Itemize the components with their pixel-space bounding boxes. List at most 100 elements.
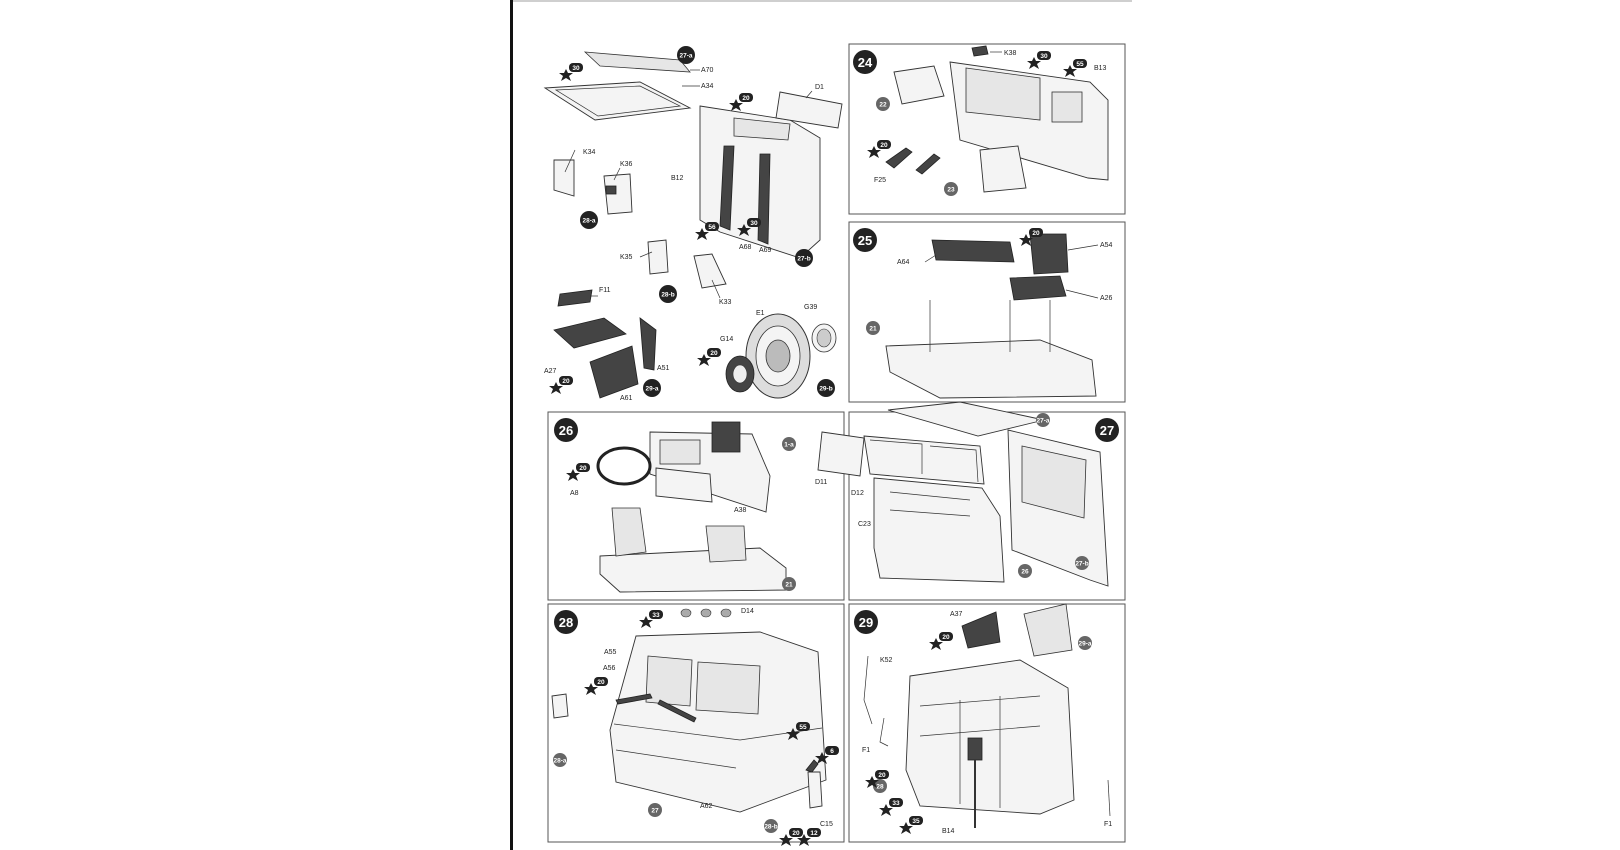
part-mirror-28	[551, 693, 569, 719]
label-a69: A69	[759, 247, 772, 254]
paint-badge: 55	[1063, 59, 1087, 77]
svg-text:21: 21	[785, 582, 793, 589]
part-23-seat-box	[979, 145, 1027, 193]
svg-text:6: 6	[830, 748, 834, 755]
svg-text:26: 26	[559, 423, 573, 438]
part-b12-rear-wall	[699, 105, 821, 259]
svg-text:29-b: 29-b	[819, 386, 832, 393]
part-a38-windscreen	[655, 467, 713, 503]
step-24-number: 24	[853, 50, 877, 74]
svg-text:20: 20	[579, 465, 587, 472]
step-28-number: 28	[554, 610, 578, 634]
paint-badge: 33	[639, 610, 663, 628]
label-a37: A37	[950, 611, 963, 618]
svg-text:20: 20	[562, 378, 570, 385]
label-a61: A61	[620, 395, 633, 402]
svg-text:28-b: 28-b	[661, 292, 674, 299]
svg-text:27-a: 27-a	[679, 53, 692, 60]
paint-badge: 35	[899, 816, 923, 834]
svg-text:27: 27	[1100, 423, 1114, 438]
label-a26: A26	[1100, 295, 1113, 302]
callout-27-b-step27: 27-b	[1075, 556, 1089, 570]
paint-badge: 30	[1027, 51, 1051, 69]
svg-text:29-a: 29-a	[645, 386, 658, 393]
svg-text:24: 24	[858, 55, 873, 70]
step-27-number: 27	[1095, 418, 1119, 442]
label-a34: A34	[701, 83, 714, 90]
label-a51: A51	[657, 365, 670, 372]
paint-badge: 20	[867, 140, 891, 158]
step-29-frame	[848, 603, 1126, 843]
part-a55-a56-wipers	[615, 693, 697, 723]
part-a54-seat-back	[1029, 233, 1069, 275]
label-g14: G14	[720, 336, 733, 343]
label-b12: B12	[671, 175, 684, 182]
step-26-number: 26	[554, 418, 578, 442]
part-a34-roof-panel	[543, 81, 692, 121]
svg-text:28-a: 28-a	[582, 218, 595, 225]
part-a27-step-plate	[553, 317, 627, 349]
part-b13-back-panel	[949, 61, 1109, 181]
svg-text:1-a: 1-a	[784, 442, 794, 449]
page-top-edge	[510, 0, 1132, 2]
svg-text:33: 33	[892, 800, 900, 807]
paint-badges: 30 20 56 30 20 20 20 30 55 20 20 20 33 2…	[549, 51, 1087, 846]
part-a64-bench-seat	[931, 239, 1015, 263]
svg-text:25: 25	[858, 233, 872, 248]
label-d14: D14	[741, 608, 754, 615]
cab-body-27	[873, 477, 1005, 583]
part-rear-wall-27	[1007, 429, 1109, 587]
page-left-edge	[510, 0, 513, 850]
callout-22: 22	[876, 97, 890, 111]
label-a54: A54	[1100, 242, 1113, 249]
svg-text:35: 35	[912, 818, 920, 825]
svg-text:55: 55	[1076, 61, 1084, 68]
svg-text:55: 55	[799, 724, 807, 731]
label-a64: A64	[897, 259, 910, 266]
label-f1-right: F1	[1104, 821, 1112, 828]
part-k38-fitting	[971, 45, 989, 57]
part-a8-steering-wheel	[596, 446, 652, 486]
callout-26: 26	[1018, 564, 1032, 578]
part-c15-extinguisher	[805, 759, 823, 809]
svg-text:56: 56	[708, 224, 716, 231]
svg-text:20: 20	[597, 679, 605, 686]
part-dashboard	[649, 421, 771, 513]
part-g14-rim	[725, 355, 755, 393]
part-a70-roof-lid	[583, 51, 691, 73]
callout-28-b-step28: 28-b	[764, 819, 778, 833]
paint-badge: 20	[865, 770, 889, 788]
label-a56: A56	[603, 665, 616, 672]
svg-text:29-a: 29-a	[1078, 641, 1091, 648]
label-a68: A68	[739, 244, 752, 251]
svg-text:12: 12	[810, 830, 818, 837]
callout-28-b: 28-b	[659, 285, 677, 303]
paint-badge: 56	[695, 222, 719, 240]
part-g39-hub-cap	[811, 323, 837, 353]
paint-badge: 20	[549, 376, 573, 394]
callout-1-a: 1-a	[782, 437, 796, 451]
label-d12: D12	[851, 490, 864, 497]
paint-badge: 30	[737, 218, 761, 236]
part-b14-jack	[967, 737, 983, 828]
svg-text:29: 29	[859, 615, 873, 630]
svg-text:27-b: 27-b	[1075, 561, 1088, 568]
label-f25: F25	[874, 177, 886, 184]
part-d11-window	[817, 431, 865, 477]
part-a26-seat	[1009, 275, 1067, 301]
part-f11-step	[557, 289, 593, 307]
callout-27-a-step27: 27-a	[1036, 413, 1050, 427]
svg-text:27-a: 27-a	[1036, 418, 1049, 425]
label-k34: K34	[583, 149, 596, 156]
callout-28-a-step28: 28-a	[553, 753, 567, 767]
cab-floor-25	[885, 300, 1097, 399]
part-front-frame	[863, 435, 985, 485]
paint-badge: 6	[815, 746, 839, 764]
paint-badge: 30	[559, 63, 583, 81]
svg-text:20: 20	[942, 634, 950, 641]
svg-text:30: 30	[1040, 53, 1048, 60]
label-a62: A62	[700, 803, 713, 810]
callout-28-a: 28-a	[580, 211, 598, 229]
part-a37-bracket	[961, 611, 1001, 649]
paint-badge: 55	[786, 722, 810, 740]
